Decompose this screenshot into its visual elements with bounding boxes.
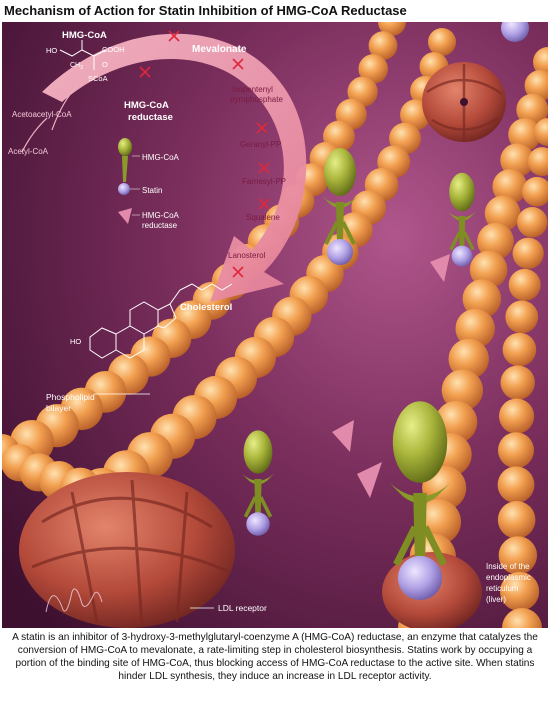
enzyme-label-line1: HMG-CoA (124, 100, 169, 111)
inhibition-x-mark (232, 266, 244, 278)
lipid-head (477, 222, 514, 260)
lipid-head (508, 268, 541, 301)
enzyme-label-line2: reductase (128, 112, 173, 123)
legend-hmg-coa-swatch (118, 138, 132, 156)
hmg-cooh: COOH (102, 45, 125, 54)
lipid-head (462, 279, 502, 318)
legend-reductase-swatch (118, 208, 132, 224)
lipid-head (368, 31, 398, 61)
lipid-head (500, 365, 535, 400)
hmg-coa-label: HMG-CoA (62, 30, 107, 41)
hmg-o: O (102, 60, 108, 69)
lipid-head (527, 147, 548, 176)
inhibition-x-mark (258, 198, 270, 210)
artist-signature (45, 588, 103, 613)
feed-arrow-2 (21, 117, 48, 153)
hmg-ho: HO (46, 46, 57, 55)
inhibition-marks (139, 30, 270, 278)
legend-statin-stem (122, 156, 128, 182)
statin-upper-right (447, 172, 477, 267)
reductase-free-2 (357, 462, 382, 498)
lipid-head (502, 332, 537, 367)
lipid-head (441, 369, 484, 411)
lipid-head (448, 338, 489, 380)
hmg-scoa: SCoA (88, 74, 108, 83)
legend-hmg-coa-text: HMG-CoA (142, 153, 180, 162)
ldl-receptor-small (422, 62, 506, 142)
lanosterol-label: Lanosterol (228, 251, 266, 260)
statin-lower-left (241, 430, 275, 536)
hmg-coa-structure (59, 40, 107, 70)
lipid-head (517, 207, 548, 238)
inhibition-x-mark (232, 58, 244, 70)
statin-molecules (241, 148, 477, 601)
lipid-head (505, 300, 539, 334)
squalene-label: Squalene (246, 213, 280, 222)
lipid-head (502, 608, 542, 628)
er-label-line1: Inside of the (486, 562, 530, 571)
lipid-head (469, 250, 508, 289)
inhibition-x-mark (256, 122, 268, 134)
lipid-head (508, 118, 542, 152)
lipid-head (358, 54, 388, 84)
lipid-head (533, 47, 548, 77)
er-label-line2: endoplasmic (486, 573, 531, 582)
lipid-head (498, 536, 538, 575)
lipid-head (516, 93, 548, 126)
mevalonate-label: Mevalonate (192, 44, 247, 55)
lipid-head (484, 195, 521, 232)
lipid-head (500, 143, 535, 178)
lipid-head (497, 466, 535, 504)
figure-caption: A statin is an inhibitor of 3-hydroxy-3-… (12, 632, 538, 682)
lipid-head (497, 501, 536, 539)
legend-statin-text: Statin (142, 186, 162, 195)
ldl-receptor-large (19, 472, 235, 628)
inhibition-x-mark (168, 30, 180, 42)
statin-upper-mid (322, 148, 358, 265)
isopentenyl-label-line2: pyrophosphate (230, 95, 283, 104)
inhibition-x-mark (258, 162, 270, 174)
lipid-head (492, 169, 528, 204)
legend-statin-swatch (118, 183, 130, 195)
lipid-head (512, 237, 544, 269)
membrane-right-inner (497, 118, 548, 628)
phospholipid-label-line1: Phospholipid (46, 392, 95, 402)
cholesterol-label: Cholesterol (180, 302, 232, 313)
ldl-receptor-label: LDL receptor (218, 603, 267, 613)
legend-reductase-line2: reductase (142, 221, 178, 230)
phospholipid-label-line2: bilayer (46, 403, 71, 413)
reductase-top-right (501, 22, 529, 42)
er-label-line3: reticulum (486, 584, 519, 593)
lipid-head (522, 176, 548, 207)
reductase-free-3 (430, 254, 450, 282)
lipid-head (428, 28, 456, 56)
geranyl-label: Geranyl-PP (240, 140, 281, 149)
membrane-right-outer (398, 47, 548, 628)
legend-leaders (130, 155, 140, 216)
inhibition-x-mark (139, 66, 151, 78)
lipid-head (524, 70, 548, 101)
lipid-head (498, 398, 535, 434)
er-label-line4: (liver) (486, 595, 506, 604)
figure-title: Mechanism of Action for Statin Inhibitio… (4, 3, 407, 18)
hmg-ch3: CH3 (70, 62, 83, 71)
farnesyl-label: Farnesyl-PP (242, 177, 286, 186)
acetyl-label: Acetyl-CoA (8, 147, 49, 156)
legend: HMG-CoA Statin HMG-CoA reductase (118, 138, 180, 230)
isopentenyl-label-line1: Isopentenyl (232, 85, 273, 94)
acetoacetyl-label: Acetoacetyl-CoA (12, 110, 72, 119)
reductase-free-1 (332, 420, 354, 452)
lipid-head (534, 118, 548, 146)
cholesterol-structure (89, 283, 233, 359)
illustration: HMG-CoA Mevalonate HMG-CoA reductase Ace… (2, 22, 548, 628)
statin-lower-right-large (389, 401, 451, 601)
lipid-head (500, 571, 540, 612)
cholesterol-ho: HO (70, 337, 81, 346)
lipid-head (498, 432, 534, 469)
feed-arrow-1 (51, 85, 78, 131)
lipid-head (455, 308, 495, 349)
legend-reductase-line1: HMG-CoA (142, 211, 180, 220)
